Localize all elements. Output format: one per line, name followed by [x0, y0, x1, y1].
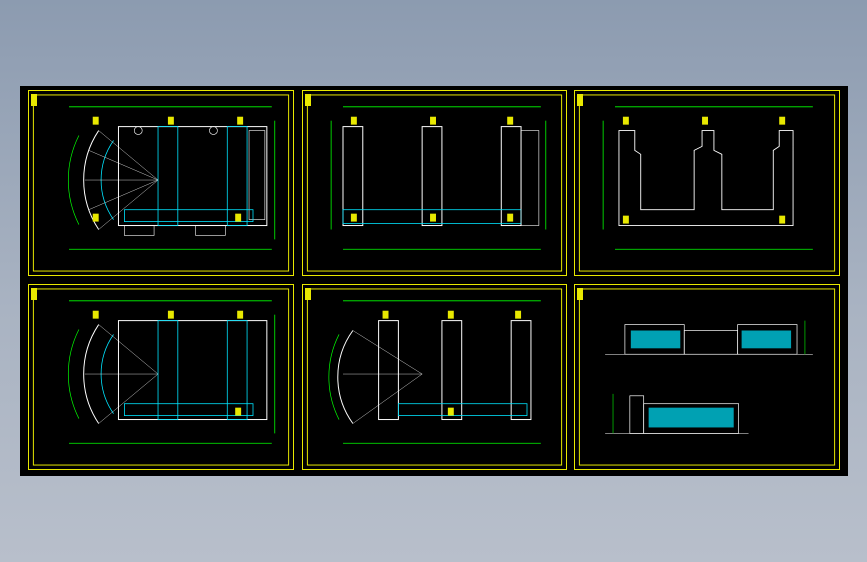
sheet-plan-4[interactable]: [28, 284, 294, 470]
sheet-roof-plan[interactable]: [574, 90, 840, 276]
plan-4-drawing: [32, 288, 290, 466]
drawing-canvas[interactable]: [20, 86, 848, 476]
plan-3-drawing: [578, 94, 836, 272]
elevations-drawing: [578, 288, 836, 466]
sheet-plan-5[interactable]: [302, 284, 567, 470]
sheet-title-block: [305, 94, 311, 106]
sheet-title-block: [577, 94, 583, 106]
sheet-title-block: [31, 288, 37, 300]
plan-2-drawing: [306, 94, 563, 272]
sheet-title-block: [31, 94, 37, 106]
sheet-elevations[interactable]: [574, 284, 840, 470]
sheet-plan-2[interactable]: [302, 90, 567, 276]
plan-5-drawing: [306, 288, 563, 466]
sheet-title-block: [305, 288, 311, 300]
sheet-plan-1[interactable]: [28, 90, 294, 276]
plan-1-drawing: [32, 94, 290, 272]
sheet-title-block: [577, 288, 583, 300]
